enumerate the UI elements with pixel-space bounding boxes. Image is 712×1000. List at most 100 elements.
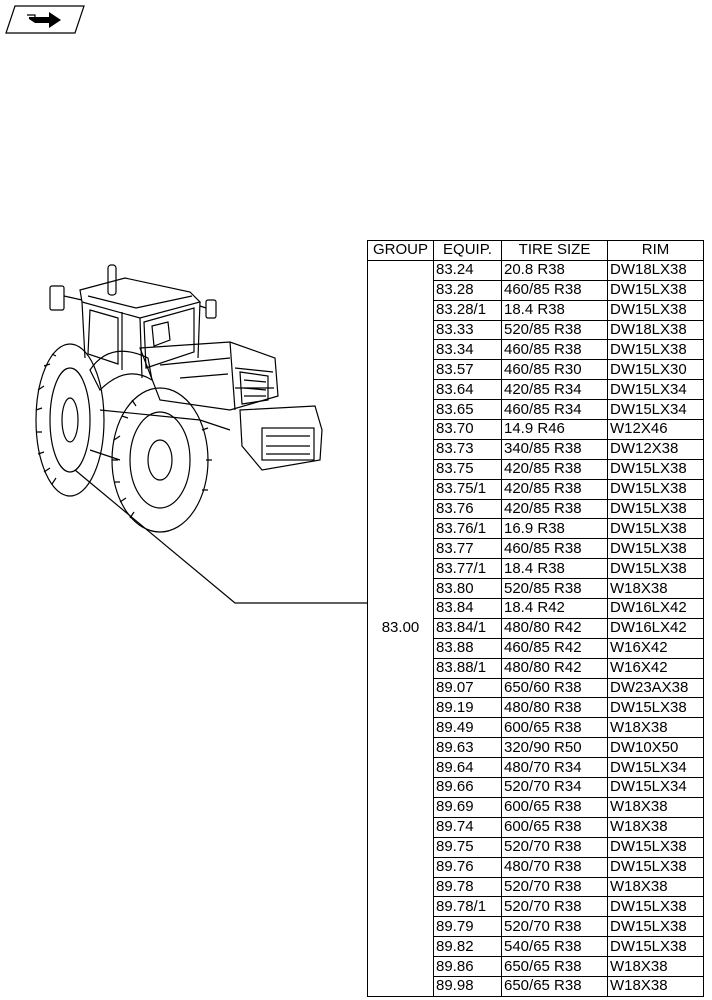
rim-cell: W18X38: [607, 876, 704, 898]
tire-size-cell: 520/85 R38: [501, 578, 608, 600]
equip-cell: 83.75: [433, 458, 502, 480]
equip-cell: 83.77: [433, 538, 502, 560]
equip-cell: 89.64: [433, 757, 502, 779]
equip-cell: 83.76: [433, 498, 502, 520]
rim-cell: DW15LX38: [607, 836, 704, 858]
tire-size-cell: 420/85 R34: [501, 379, 608, 401]
rim-cell: W18X38: [607, 796, 704, 818]
forward-arrow-icon[interactable]: [5, 5, 85, 34]
tire-size-cell: 460/85 R38: [501, 538, 608, 560]
equip-cell: 83.64: [433, 379, 502, 401]
equip-cell: 83.28/1: [433, 299, 502, 321]
tire-size-cell: 480/80 R42: [501, 617, 608, 639]
equip-cell: 89.63: [433, 737, 502, 759]
rim-cell: DW15LX38: [607, 478, 704, 500]
rim-cell: DW15LX38: [607, 518, 704, 540]
equip-cell: 83.24: [433, 259, 502, 281]
tire-size-cell: 520/70 R34: [501, 777, 608, 798]
rim-cell: W18X38: [607, 956, 704, 977]
tire-size-cell: 420/85 R38: [501, 458, 608, 480]
rim-cell: DW15LX34: [607, 399, 704, 421]
tire-size-cell: 520/70 R38: [501, 916, 608, 938]
group-cell: 83.00: [367, 259, 434, 997]
tire-size-cell: 20.8 R38: [501, 259, 608, 281]
rim-cell: DW15LX38: [607, 299, 704, 321]
tire-size-cell: 460/85 R30: [501, 359, 608, 381]
tire-size-cell: 460/85 R38: [501, 279, 608, 301]
equip-cell: 83.84: [433, 598, 502, 619]
rim-cell: DW10X50: [607, 737, 704, 759]
rim-cell: DW15LX38: [607, 936, 704, 958]
rim-cell: DW18LX38: [607, 319, 704, 341]
equip-cell: 89.69: [433, 796, 502, 818]
table-header-row: GROUP EQUIP. TIRE SIZE RIM: [367, 240, 704, 261]
rim-cell: DW15LX34: [607, 777, 704, 798]
equip-cell: 89.76: [433, 856, 502, 878]
rim-cell: DW15LX34: [607, 757, 704, 779]
tire-size-cell: 480/70 R34: [501, 757, 608, 779]
rim-cell: DW16LX42: [607, 598, 704, 619]
equip-cell: 83.75/1: [433, 478, 502, 500]
equip-cell: 89.66: [433, 777, 502, 798]
equip-cell: 83.80: [433, 578, 502, 600]
equip-cell: 89.86: [433, 956, 502, 977]
tire-size-cell: 480/70 R38: [501, 856, 608, 878]
rim-cell: DW15LX38: [607, 697, 704, 719]
rim-cell: DW15LX38: [607, 279, 704, 301]
tire-size-cell: 18.4 R38: [501, 558, 608, 580]
equip-cell: 83.88/1: [433, 657, 502, 679]
rim-cell: DW16LX42: [607, 617, 704, 639]
tire-size-cell: 650/65 R38: [501, 975, 608, 997]
equip-cell: 89.82: [433, 936, 502, 958]
equip-cell: 83.70: [433, 419, 502, 440]
tire-size-cell: 480/80 R42: [501, 657, 608, 679]
equip-cell: 83.33: [433, 319, 502, 341]
rim-cell: W18X38: [607, 578, 704, 600]
tire-size-cell: 540/65 R38: [501, 936, 608, 958]
equip-cell: 83.28: [433, 279, 502, 301]
equip-cell: 83.57: [433, 359, 502, 381]
column-header-equip: EQUIP.: [433, 240, 502, 261]
rim-cell: W16X42: [607, 637, 704, 659]
tire-size-cell: 520/70 R38: [501, 896, 608, 918]
tire-size-cell: 520/70 R38: [501, 836, 608, 858]
tire-size-cell: 14.9 R46: [501, 419, 608, 440]
tire-size-cell: 600/65 R38: [501, 816, 608, 838]
rim-cell: DW15LX38: [607, 538, 704, 560]
tire-size-cell: 16.9 R38: [501, 518, 608, 540]
equip-cell: 89.78/1: [433, 896, 502, 918]
tire-size-cell: 320/90 R50: [501, 737, 608, 759]
equip-cell: 89.74: [433, 816, 502, 838]
tire-size-cell: 480/80 R38: [501, 697, 608, 719]
tire-size-cell: 600/65 R38: [501, 717, 608, 739]
equip-cell: 89.98: [433, 975, 502, 997]
column-header-group: GROUP: [367, 240, 434, 261]
rim-cell: DW15LX38: [607, 916, 704, 938]
equip-cell: 83.65: [433, 399, 502, 421]
rim-cell: W18X38: [607, 816, 704, 838]
equip-cell: 83.77/1: [433, 558, 502, 580]
